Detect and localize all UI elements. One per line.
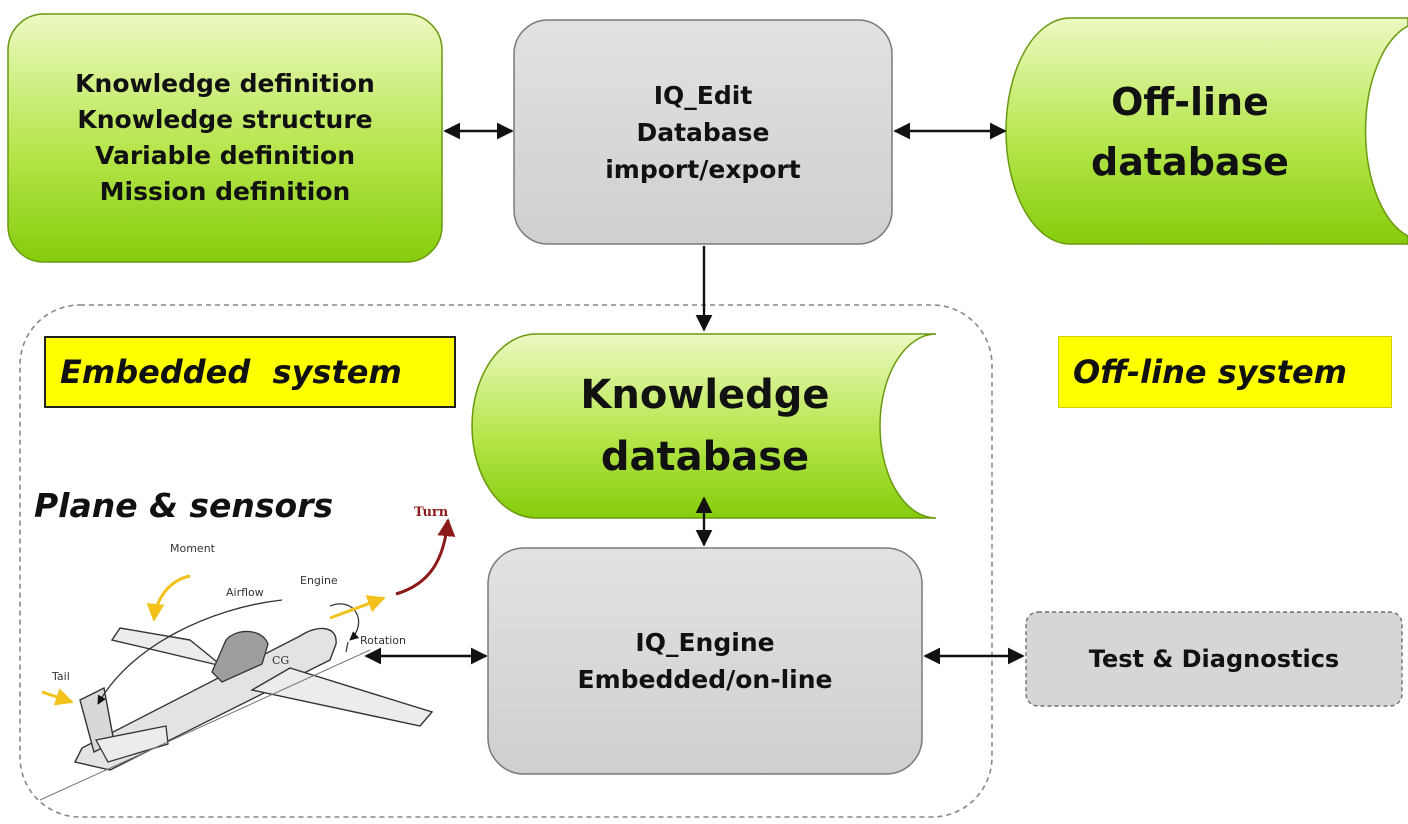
plane-label-engine: Engine [300, 574, 338, 587]
knowledge-database-line: Knowledge [580, 372, 830, 418]
iq-engine-box [487, 547, 923, 775]
test-diagnostics-label: Test & Diagnostics [1088, 645, 1340, 673]
offline-system-tag: Off-line system [1058, 336, 1392, 408]
iq-edit-line: IQ_Edit [653, 80, 753, 110]
offline-database-text: Off-line database [1040, 20, 1340, 244]
plane-label-rotation: Rotation [360, 634, 406, 647]
embedded-system-tag: Embedded system [44, 336, 456, 408]
knowledge-database-shape [471, 333, 937, 519]
offline-system-label: Off-line system [1073, 353, 1347, 391]
offline-database-line: Off-line [1111, 80, 1269, 124]
plane-label-airflow: Airflow [226, 586, 264, 599]
plane-label-tail: Tail [51, 670, 70, 683]
offline-database-line: database [1091, 140, 1289, 184]
embedded-system-region [19, 304, 993, 818]
plane-label-cg: CG [272, 654, 289, 667]
plane-label-moment: Moment [170, 542, 216, 555]
definitions-line: Knowledge definition [75, 69, 375, 98]
definitions-box-text: Knowledge definition Knowledge structure… [8, 14, 442, 262]
iq-edit-text: IQ_Edit Database import/export [514, 20, 892, 244]
iq-edit-line: Database [636, 117, 770, 147]
iq-engine-line: Embedded/on-line [577, 665, 833, 694]
plane-illustration [39, 518, 456, 801]
iq-engine-text: IQ_Engine Embedded/on-line [488, 548, 922, 774]
iq-edit-box [513, 19, 893, 245]
embedded-system-label: Embedded system [60, 353, 402, 391]
iq-edit-line: import/export [605, 154, 801, 184]
test-diagnostics-text: Test & Diagnostics [1026, 612, 1402, 706]
knowledge-database-line: database [600, 434, 810, 480]
plane-sensors-title: Plane & sensors [34, 486, 334, 525]
offline-database-shape [1005, 17, 1408, 245]
plane-label-turn: Turn [414, 505, 449, 520]
definitions-box [7, 13, 443, 263]
iq-engine-line: IQ_Engine [635, 628, 775, 657]
definitions-line: Knowledge structure [77, 105, 373, 134]
knowledge-database-text: Knowledge database [520, 334, 890, 518]
test-diagnostics-box [1025, 611, 1403, 707]
definitions-line: Mission definition [99, 177, 351, 206]
definitions-line: Variable definition [95, 141, 355, 170]
